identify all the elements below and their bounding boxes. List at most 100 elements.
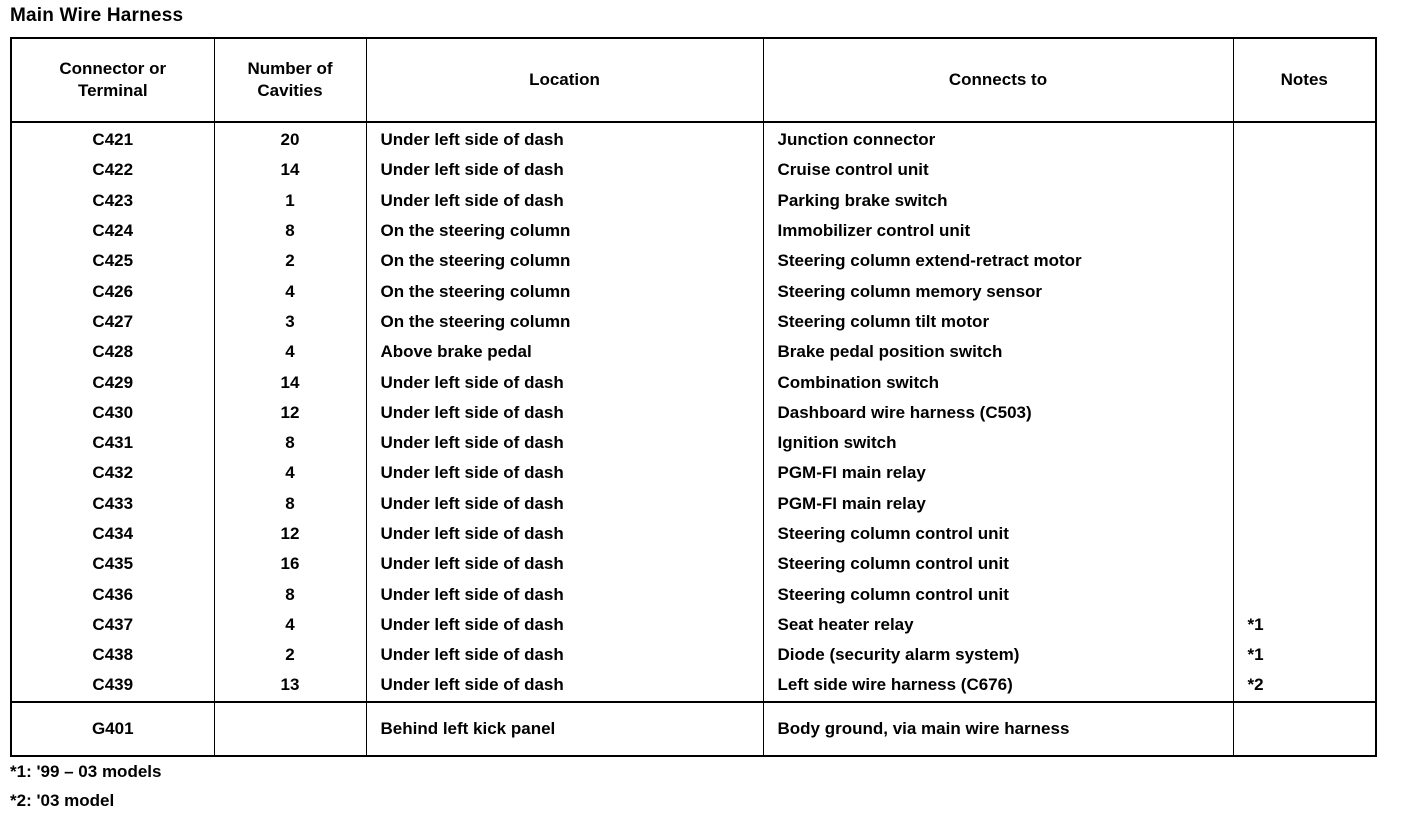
cell-cavities: 2 xyxy=(213,640,367,671)
column-header-cavities-line1: Number of xyxy=(247,59,333,79)
cell-cavities: 14 xyxy=(213,155,367,186)
cell-connector: C437 xyxy=(10,609,215,641)
page-title: Main Wire Harness xyxy=(10,5,184,26)
cell-connects-to: Immobilizer control unit xyxy=(762,215,1234,247)
cell-notes xyxy=(1232,488,1377,519)
cell-cavities: 13 xyxy=(213,670,367,702)
cell-notes: *1 xyxy=(1232,609,1377,641)
cell-connector: C433 xyxy=(10,488,215,519)
cell-cavities: 4 xyxy=(213,337,367,368)
cell-location: Under left side of dash xyxy=(365,122,764,156)
cell-connects-to: Junction connector xyxy=(762,122,1234,156)
cell-notes xyxy=(1232,458,1377,489)
cell-cavities: 3 xyxy=(213,306,367,338)
cell-connects-to: Left side wire harness (C676) xyxy=(762,670,1234,702)
cell-cavities: 2 xyxy=(213,246,367,277)
cell-cavities: 8 xyxy=(213,427,367,459)
table-header: Connector or Terminal Number of Cavities… xyxy=(10,37,1377,123)
footnotes: *1: '99 – 03 models *2: '03 model xyxy=(10,757,161,815)
cell-connector: C430 xyxy=(10,397,215,428)
cell-location: Under left side of dash xyxy=(365,458,764,489)
cell-connector: C427 xyxy=(10,306,215,338)
column-header-location: Location xyxy=(365,37,764,123)
cell-connects-to: Cruise control unit xyxy=(762,155,1234,186)
cell-connects-to: Parking brake switch xyxy=(762,185,1234,216)
cell-notes xyxy=(1232,276,1377,307)
cell-notes xyxy=(1232,155,1377,186)
cell-connects-to: Combination switch xyxy=(762,367,1234,398)
header-row: Connector or Terminal Number of Cavities… xyxy=(10,37,1377,123)
cell-connects-to: Body ground, via main wire harness xyxy=(762,700,1234,757)
cell-location: Under left side of dash xyxy=(365,427,764,459)
cell-connector: C428 xyxy=(10,337,215,368)
cell-notes xyxy=(1232,246,1377,277)
cell-location: On the steering column xyxy=(365,306,764,338)
cell-notes xyxy=(1232,579,1377,610)
cell-cavities: 8 xyxy=(213,488,367,519)
cell-cavities: 12 xyxy=(213,518,367,550)
footnote-1: *1: '99 – 03 models xyxy=(10,762,162,781)
cell-cavities: 12 xyxy=(213,397,367,428)
cell-connector: C424 xyxy=(10,215,215,247)
cell-connector: C438 xyxy=(10,640,215,671)
cell-notes xyxy=(1232,367,1377,398)
cell-connector: G401 xyxy=(10,700,215,757)
cell-location: Under left side of dash xyxy=(365,609,764,641)
cell-notes xyxy=(1232,306,1377,338)
cell-connects-to: Steering column control unit xyxy=(762,518,1234,550)
cell-notes xyxy=(1232,215,1377,247)
cell-connects-to: Steering column memory sensor xyxy=(762,276,1234,307)
cell-notes xyxy=(1232,549,1377,580)
cell-notes xyxy=(1232,122,1377,156)
cell-connector: C431 xyxy=(10,427,215,459)
footnote-2: *2: '03 model xyxy=(10,791,115,811)
cell-connector: C426 xyxy=(10,276,215,307)
cell-location: Under left side of dash xyxy=(365,579,764,610)
cell-connects-to: Steering column tilt motor xyxy=(762,306,1234,338)
cell-connects-to: Dashboard wire harness (C503) xyxy=(762,397,1234,428)
cell-connects-to: PGM-FI main relay xyxy=(762,458,1234,489)
cell-connector: C434 xyxy=(10,518,215,550)
column-header-connector: Connector or Terminal xyxy=(10,37,215,123)
main-wire-harness-table: Connector or Terminal Number of Cavities… xyxy=(10,37,1377,757)
cell-connector: C425 xyxy=(10,246,215,277)
cell-location: On the steering column xyxy=(365,215,764,247)
cell-connects-to: PGM-FI main relay xyxy=(762,488,1234,519)
cell-location: Above brake pedal xyxy=(365,337,764,368)
cell-cavities: 1 xyxy=(213,185,367,216)
cell-connector: C432 xyxy=(10,458,215,489)
cell-connector: C436 xyxy=(10,579,215,610)
cell-location: Under left side of dash xyxy=(365,397,764,428)
cell-cavities: 4 xyxy=(213,609,367,641)
cell-location: On the steering column xyxy=(365,246,764,277)
cell-connects-to: Steering column control unit xyxy=(762,549,1234,580)
cell-connector: C422 xyxy=(10,155,215,186)
cell-notes: *1 xyxy=(1232,640,1377,671)
cell-location: Under left side of dash xyxy=(365,185,764,216)
cell-location: Under left side of dash xyxy=(365,488,764,519)
cell-location: On the steering column xyxy=(365,276,764,307)
cell-notes xyxy=(1232,337,1377,368)
cell-location: Under left side of dash xyxy=(365,155,764,186)
cell-connects-to: Diode (security alarm system) xyxy=(762,640,1234,671)
column-header-cavities: Number of Cavities xyxy=(213,37,367,123)
cell-cavities: 16 xyxy=(213,549,367,580)
cell-notes xyxy=(1232,427,1377,459)
cell-notes xyxy=(1232,518,1377,550)
